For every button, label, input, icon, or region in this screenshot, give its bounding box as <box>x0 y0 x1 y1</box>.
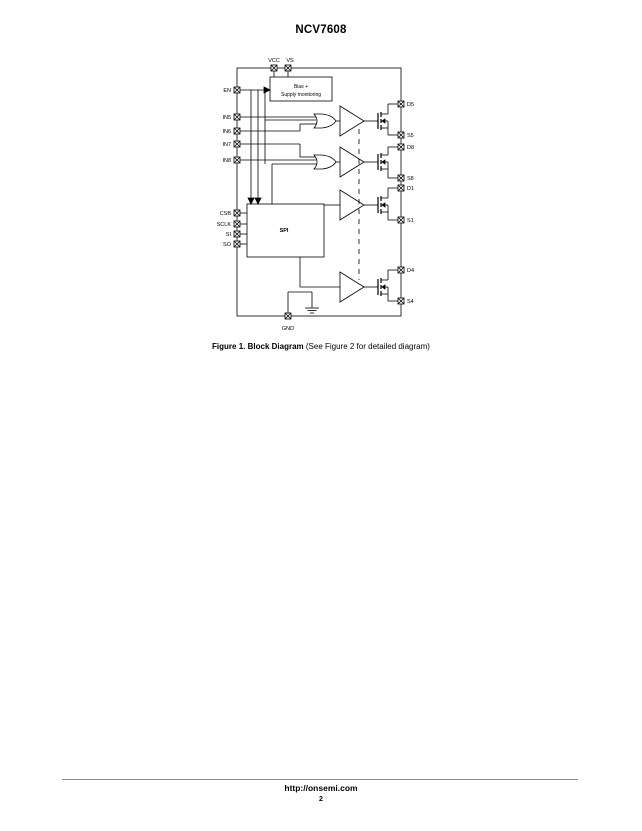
figure-caption-title: Figure 1. Block Diagram <box>212 342 304 351</box>
pin-label-in5: IN5 <box>222 115 231 121</box>
bias-label-2: Supply monitoring <box>281 92 321 98</box>
pin-label-d8: D8 <box>407 145 414 151</box>
spi-label: SPI <box>280 228 289 234</box>
bias-label-1: Bias + <box>294 84 308 90</box>
page-number: 2 <box>319 796 323 803</box>
pin-label-so: SO <box>223 242 232 248</box>
pin-label-s5: S5 <box>407 133 414 139</box>
figure-caption: Figure 1. Block Diagram (See Figure 2 fo… <box>0 342 642 351</box>
pin-label-s8: S8 <box>407 176 414 182</box>
pin-label-en: EN <box>223 88 231 94</box>
pin-label-s1: S1 <box>407 218 414 224</box>
pin-label-in6: IN6 <box>222 129 231 135</box>
pin-label-s4: S4 <box>407 299 414 305</box>
pin-label-vs: VS <box>286 58 294 64</box>
pin-label-in7: IN7 <box>222 142 231 148</box>
page-title: NCV7608 <box>295 24 347 36</box>
spi-block <box>246 203 325 258</box>
pin-label-sclk: SCLK <box>217 222 232 228</box>
bias-block <box>269 76 333 102</box>
pin-label-d4: D4 <box>407 268 414 274</box>
pin-label-csb: CSB <box>220 211 232 217</box>
pin-label-si: SI <box>226 232 232 238</box>
ic-outline <box>236 67 402 317</box>
pin-label-gnd: GND <box>282 326 294 332</box>
block-diagram: Bias + Supply monitoring SPI <box>217 58 414 332</box>
pin-label-d5: D5 <box>407 102 414 108</box>
pin-label-vcc: VCC <box>268 58 280 64</box>
pin-label-in8: IN8 <box>222 158 231 164</box>
footer-divider <box>62 779 578 780</box>
figure-caption-note: (See Figure 2 for detailed diagram) <box>303 342 430 351</box>
footer-url: http://onsemi.com <box>284 783 358 793</box>
pin-label-d1: D1 <box>407 186 414 192</box>
